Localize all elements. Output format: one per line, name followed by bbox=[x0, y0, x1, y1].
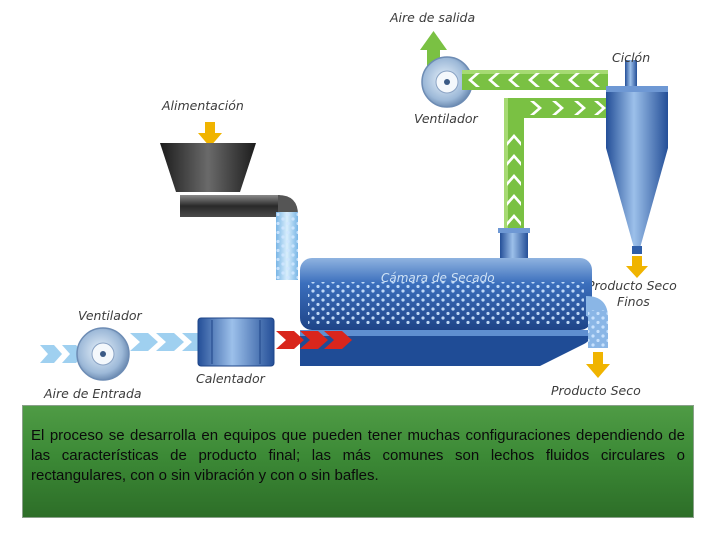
heater bbox=[197, 317, 275, 367]
cyclone bbox=[606, 60, 668, 254]
product-outlet-pipe bbox=[586, 296, 608, 348]
chamber-exhaust-stub bbox=[498, 228, 530, 258]
cyclone-label: Ciclón bbox=[612, 50, 650, 65]
inlet-fan bbox=[76, 327, 130, 381]
feed-downpipe bbox=[276, 212, 298, 280]
heater-label: Calentador bbox=[196, 371, 266, 386]
dry-product-arrow bbox=[586, 352, 610, 378]
fines-label-line1: Producto Seco bbox=[587, 278, 677, 293]
exhaust-fan-label: Ventilador bbox=[414, 111, 479, 126]
exhaust-fan bbox=[421, 56, 473, 108]
caption-text: El proceso se desarrolla en equipos que … bbox=[31, 427, 685, 484]
dry-product-label: Producto Seco bbox=[551, 383, 641, 398]
drying-chamber-label: Cámara de Secado bbox=[381, 271, 495, 285]
feed-hopper bbox=[160, 143, 298, 218]
exhaust-air-label: Aire de salida bbox=[389, 10, 475, 25]
fines-arrow bbox=[626, 256, 648, 278]
fluid-bed-dryer-diagram: Aire de salida Ventilador bbox=[40, 10, 677, 401]
caption-box: El proceso se desarrolla en equipos que … bbox=[22, 405, 694, 518]
inlet-air-label: Aire de Entrada bbox=[43, 386, 142, 401]
green-duct-upper bbox=[462, 70, 608, 90]
inlet-fan-label: Ventilador bbox=[78, 308, 143, 323]
feed-arrow bbox=[198, 122, 222, 147]
drying-chamber bbox=[300, 258, 592, 366]
hot-air-arrows bbox=[276, 331, 352, 349]
fines-label-line2: Finos bbox=[617, 294, 650, 309]
green-duct-lower bbox=[504, 98, 608, 230]
feed-label: Alimentación bbox=[161, 98, 244, 113]
